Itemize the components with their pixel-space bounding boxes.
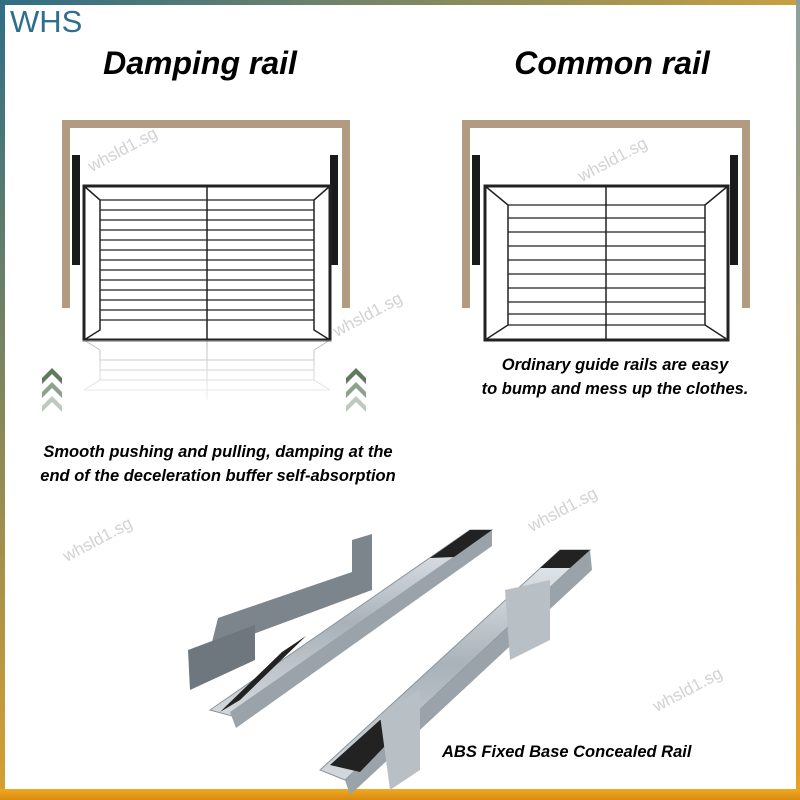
arrow-up-icon [42,368,366,412]
common-rail-title: Common rail [514,45,710,81]
caption-line: end of the deceleration buffer self-abso… [40,467,396,485]
border-left [0,0,5,800]
brand-logo: WHS [10,4,83,39]
common-rail-caption: Ordinary guide rails are easy to bump an… [435,353,795,401]
concealed-rails-photo [188,529,592,795]
caption-line: to bump and mess up the clothes. [481,380,749,398]
border-right [796,0,800,800]
border-bottom [0,789,800,800]
product-caption: ABS Fixed Base Concealed Rail [442,743,692,761]
border-top [0,0,800,5]
caption-line: Smooth pushing and pulling, damping at t… [43,443,393,461]
damping-drawer-illustration [42,120,366,415]
common-drawer-illustration [462,120,750,342]
damping-rail-title: Damping rail [103,45,297,81]
damping-rail-caption: Smooth pushing and pulling, damping at t… [8,440,428,488]
caption-line: Ordinary guide rails are easy [501,356,729,374]
